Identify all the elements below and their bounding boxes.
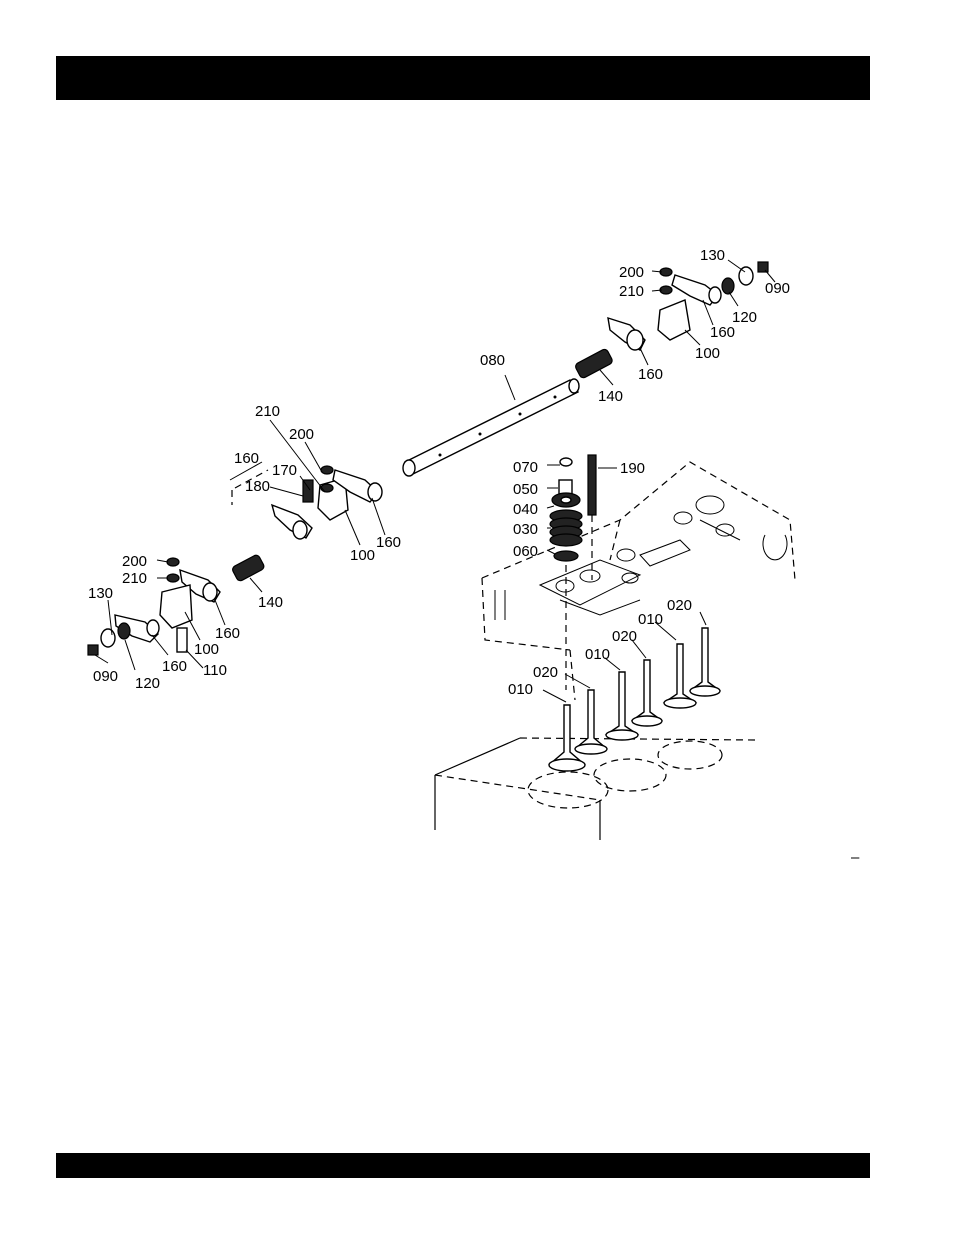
callout: 180 [245, 478, 270, 495]
callout: 010 [638, 611, 663, 628]
callout-labels: 130 200 210 090 120 160 100 160 080 140 … [88, 247, 860, 866]
footer-bar [56, 1153, 870, 1178]
callout: 020 [533, 664, 558, 681]
callout: 090 [765, 280, 790, 297]
callout: 210 [619, 283, 644, 300]
callout: 140 [598, 388, 623, 405]
callout: 070 [513, 459, 538, 476]
callout: 160 [638, 366, 663, 383]
callout: 030 [513, 521, 538, 538]
callout: 020 [667, 597, 692, 614]
callout: 170 [272, 462, 297, 479]
callout: 060 [513, 543, 538, 560]
callout: 200 [619, 264, 644, 281]
callout: 010 [585, 646, 610, 663]
callout: 130 [700, 247, 725, 264]
callout: 100 [350, 547, 375, 564]
callout: 130 [88, 585, 113, 602]
callout: 160 [710, 324, 735, 341]
callout: 100 [695, 345, 720, 362]
callout: 210 [255, 403, 280, 420]
callout: 020 [612, 628, 637, 645]
callout: 140 [258, 594, 283, 611]
callout: – [851, 849, 860, 866]
callout: 100 [194, 641, 219, 658]
callout: 160 [215, 625, 240, 642]
rocker-assembly-middle [232, 466, 382, 539]
callout: 090 [93, 668, 118, 685]
callout: 200 [289, 426, 314, 443]
callout: 080 [480, 352, 505, 369]
callout: 160 [162, 658, 187, 675]
callout: 120 [732, 309, 757, 326]
callout: 190 [620, 460, 645, 477]
callout: 040 [513, 501, 538, 518]
rocker-shaft [403, 379, 579, 476]
callout: 110 [203, 662, 227, 679]
callout: 200 [122, 553, 147, 570]
callout: 050 [513, 481, 538, 498]
callout: 120 [135, 675, 160, 692]
callout: 010 [508, 681, 533, 698]
callout: 210 [122, 570, 147, 587]
callout: 160 [376, 534, 401, 551]
callout: 160 [234, 450, 259, 467]
